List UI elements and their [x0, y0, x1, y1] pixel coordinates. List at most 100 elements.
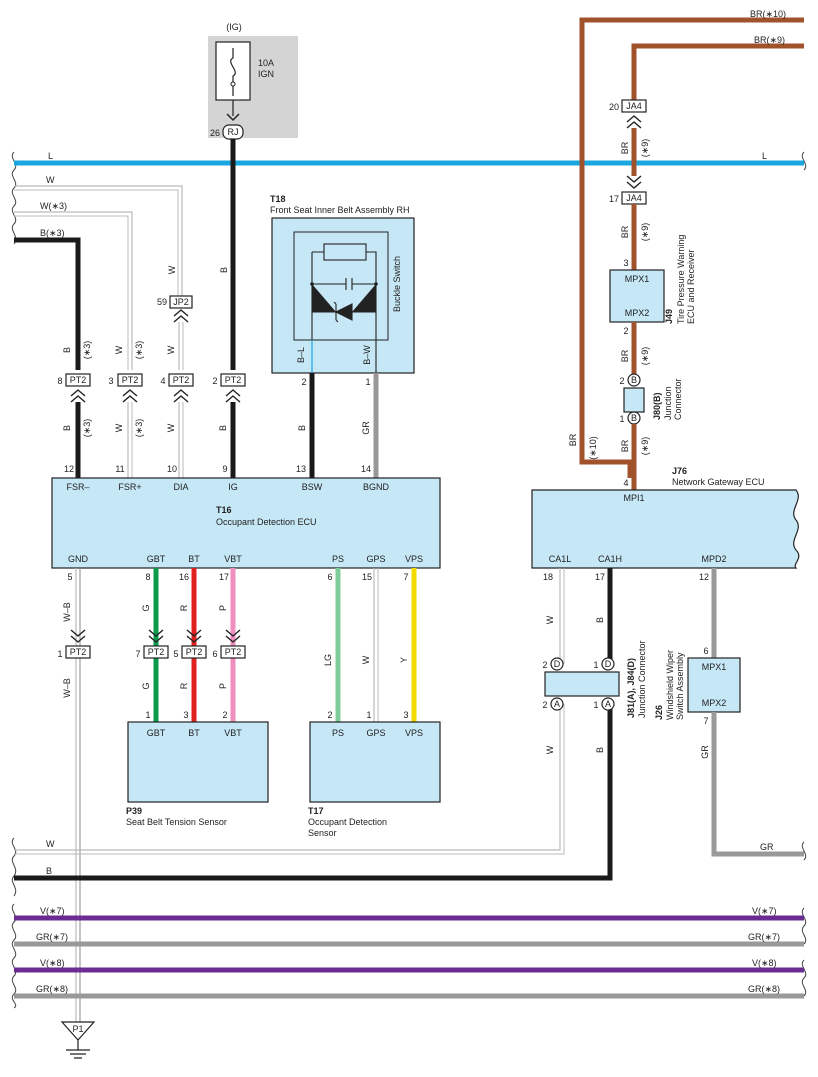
pt2-6-connector: 6 PT2 [212, 629, 246, 659]
t16-label-gbt: GBT [147, 554, 166, 564]
j26-label-top: MPX1 [702, 662, 727, 672]
right-break-marks [801, 151, 807, 997]
t17-box [309, 721, 441, 803]
t16-pin-8: 8 [145, 572, 150, 582]
pt2-1-box [65, 645, 91, 659]
pt2-8-box [65, 373, 91, 387]
t16-label-vps: VPS [405, 554, 423, 564]
j49-box [609, 269, 665, 323]
pt2-8-note-below: (∗3) [82, 419, 92, 438]
wire-b3-to-pt2-8 [14, 237, 81, 370]
pt2-4-wire-below: W [166, 423, 176, 432]
t16-pin-10: 10 [167, 464, 177, 474]
t18-wire-left: B–L [296, 347, 306, 363]
j76-label-ca1l: CA1L [549, 554, 572, 564]
t16-label-dia: DIA [173, 482, 188, 492]
ja4-top-label: JA4 [626, 101, 642, 111]
j80-name-line2: Connector [673, 378, 683, 420]
ground-icon [66, 1040, 90, 1059]
j76-top-pin: 4 [623, 478, 628, 488]
wire-w-bottom [14, 704, 561, 851]
t18-switch-label: Buckle Switch [392, 256, 402, 312]
label-gnd-wb2: W–B [62, 678, 72, 698]
pt2-5-pin: 5 [173, 649, 178, 659]
j81-top-right-terminal [601, 657, 615, 671]
fuse-terminal [230, 81, 236, 87]
ja4-bottom-note: (∗9) [640, 223, 650, 242]
label-l-right: L [762, 151, 767, 161]
pt2-3-box [117, 373, 143, 387]
pt2-1-connector: 1 PT2 [57, 629, 91, 659]
pt2-4-label: PT2 [173, 375, 190, 385]
t17-pin-2: 2 [327, 710, 332, 720]
t16-name: Occupant Detection ECU [216, 517, 317, 527]
ja4-bottom-connector: 17 JA4 BR (∗9) [609, 175, 650, 242]
label-b-bottom: B [46, 866, 52, 876]
j80-pin-top: 2 [619, 376, 624, 386]
t16-label-bsw: BSW [302, 482, 323, 492]
t16-pin-11: 11 [115, 464, 124, 474]
pt2-2-arrow-icon [225, 389, 241, 403]
j81-body [544, 671, 620, 697]
pt2-6-pin: 6 [212, 649, 217, 659]
pt2-2-box [220, 373, 246, 387]
j80-wire-below: BR [620, 439, 630, 452]
pt2-3-note-above: (∗3) [134, 341, 144, 360]
pt2-7-connector: 7 PT2 [135, 629, 169, 659]
ja4-top-pin: 20 [609, 102, 619, 112]
jp2-label: JP2 [173, 297, 189, 307]
jp2-arrow-icon [173, 309, 189, 323]
ja4-bottom-label: JA4 [626, 193, 642, 203]
t16-pin-9: 9 [222, 464, 227, 474]
j49-label-top: MPX1 [625, 274, 650, 284]
label-gbt-g1: G [141, 604, 151, 611]
j76-gateway-ecu: J76 Network Gateway ECU 4 MPI1 CA1L CA1H… [531, 466, 800, 582]
t18-pin-left: 2 [301, 377, 306, 387]
label-bt-r1: R [179, 604, 189, 611]
j49-name-line1: Tire Pressure Warning [676, 235, 686, 324]
j26-pin-bottom: 7 [703, 716, 708, 726]
j26-code: J26 [654, 705, 664, 720]
pt2-5-label: PT2 [186, 647, 203, 657]
j81-top-right-letter: D [605, 659, 612, 669]
label-l-left: L [48, 151, 53, 161]
pt2-3-label: PT2 [122, 375, 139, 385]
label-br9: BR(∗9) [754, 35, 785, 45]
rj-connector-label: RJ [228, 127, 239, 137]
pt2-3-arrow-icon [122, 389, 138, 403]
label-ig-b-upper: B [219, 267, 229, 273]
j76-code: J76 [672, 466, 687, 476]
j81-bottom-right-terminal [601, 697, 615, 711]
t16-pin-13: 13 [296, 464, 306, 474]
pt2-7-label: PT2 [148, 647, 165, 657]
t16-label-gps: GPS [366, 554, 385, 564]
t16-label-ps: PS [332, 554, 344, 564]
ja4-top-wire: BR [620, 141, 630, 154]
t16-pin-15: 15 [362, 572, 372, 582]
t16-label-gnd: GND [68, 554, 89, 564]
pt2-3-wire-above: W [114, 345, 124, 354]
label-gr8-right: GR(∗8) [748, 984, 780, 994]
label-j81-b2: B [595, 747, 605, 753]
label-vbt-p1: P [218, 605, 228, 611]
label-gbt-g2: G [141, 682, 151, 689]
j76-box [531, 489, 800, 569]
fuse-arrow [226, 113, 240, 122]
j81-name: Junction Connector [637, 640, 647, 718]
j76-label-mpd2: MPD2 [701, 554, 726, 564]
pt2-4-box [168, 373, 194, 387]
pt2-4-wire-above: W [166, 345, 176, 354]
t17-pin-3: 3 [403, 710, 408, 720]
p39-name: Seat Belt Tension Sensor [126, 817, 227, 827]
fuse-block: (IG) 10A IGN 26 RJ [208, 22, 298, 140]
j81-top-left-terminal [550, 657, 564, 671]
pt2-4-arrow-icon [173, 389, 189, 403]
t17-pin-1: 1 [366, 710, 371, 720]
pt2-5-connector: 5 PT2 [173, 629, 207, 659]
t16-label-ig: IG [228, 482, 238, 492]
t18-wire-right: B–W [362, 345, 372, 365]
j76-pin-17: 17 [595, 572, 605, 582]
j76-pin-12: 12 [699, 572, 709, 582]
p39-box [127, 721, 269, 803]
pt2-6-label: PT2 [225, 647, 242, 657]
